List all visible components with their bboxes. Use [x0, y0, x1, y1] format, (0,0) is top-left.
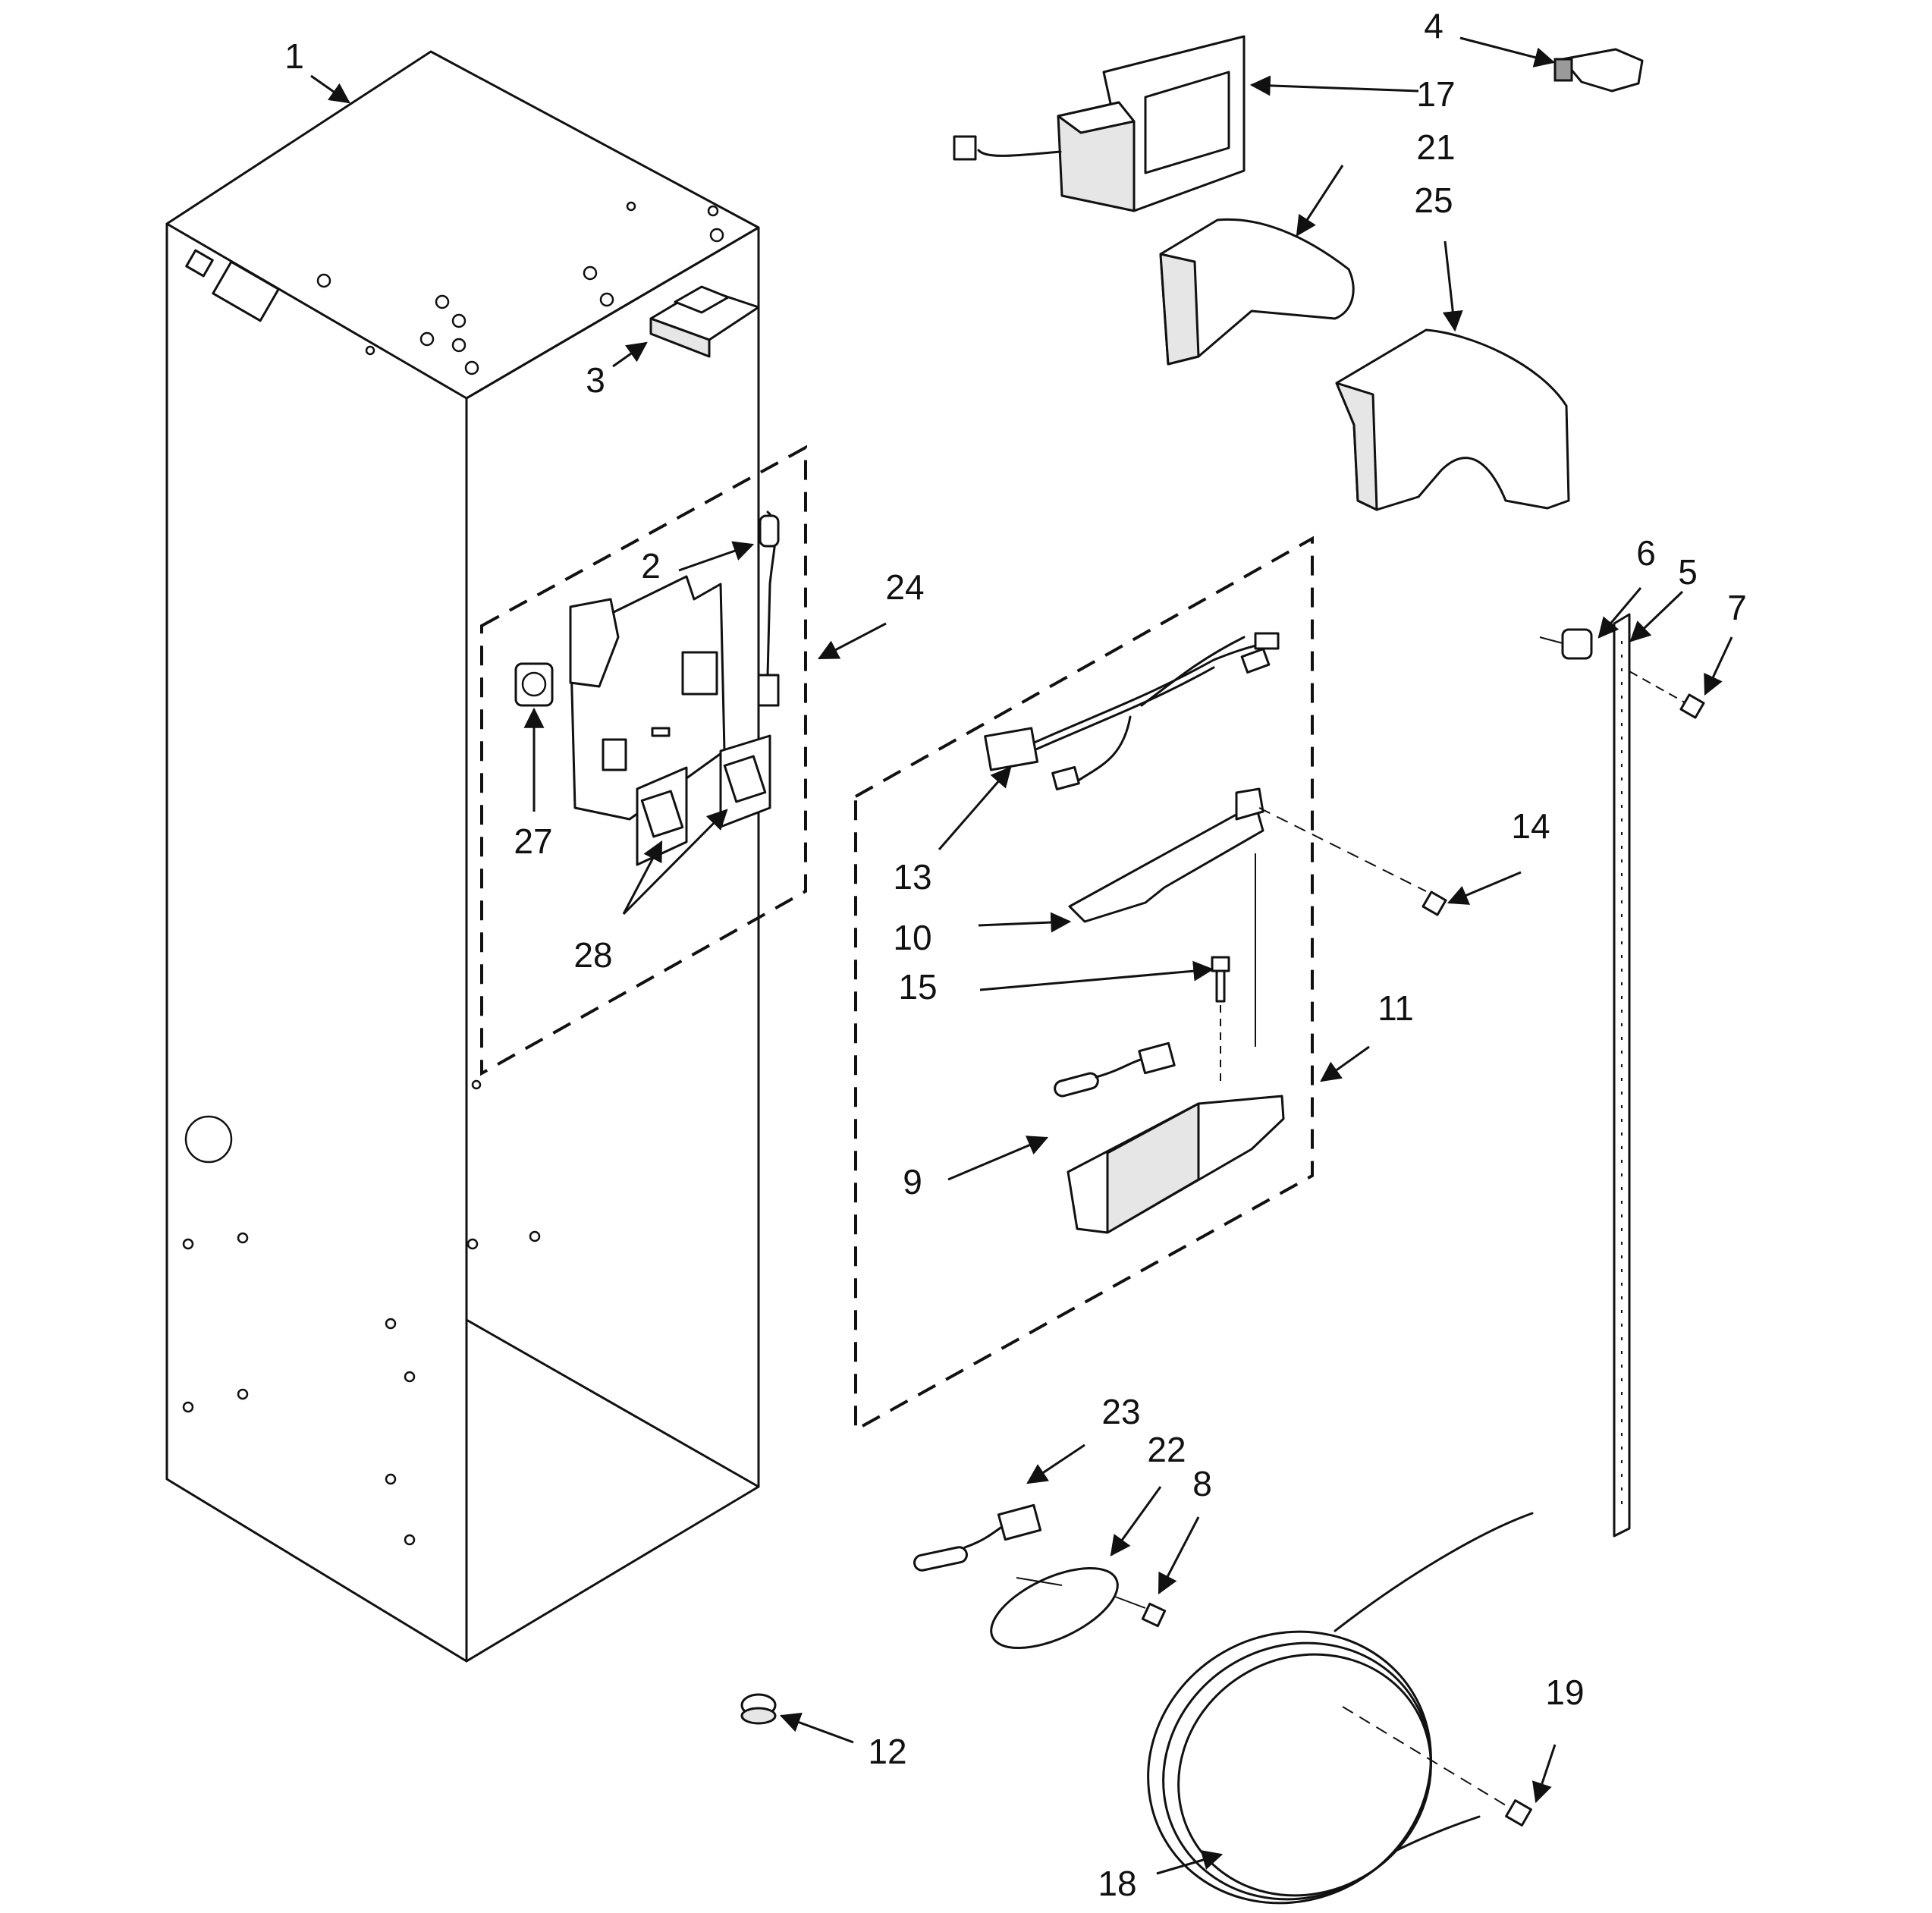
callout-19: 19: [1545, 1673, 1584, 1712]
callout-5: 5: [1678, 552, 1698, 592]
cover-part-25: [1335, 240, 1570, 511]
callout-18: 18: [1098, 1864, 1136, 1903]
cover-part-21: [1159, 165, 1355, 366]
callout-labels: 1 2 3 4 5 6 7 8 9 10 11 12 13 14 15 17 1…: [284, 6, 1747, 1903]
assembly-group-11: [854, 536, 1522, 1433]
callout-3: 3: [586, 360, 605, 400]
control-housing-part-17: [953, 35, 1419, 212]
callout-9: 9: [903, 1162, 922, 1202]
clip-part-4: [1459, 36, 1644, 93]
leader-part-1: [310, 74, 350, 104]
cap-part-6: [1539, 587, 1642, 660]
callout-1: 1: [284, 36, 304, 76]
cabinet-part-1: [165, 50, 760, 1663]
callout-27: 27: [514, 821, 552, 861]
callout-22: 22: [1147, 1430, 1186, 1469]
callout-28: 28: [573, 935, 612, 975]
callout-10: 10: [893, 918, 931, 957]
rail-part-5: [1613, 590, 1684, 1538]
mount-block-part-3: [612, 285, 760, 368]
callout-12: 12: [868, 1732, 906, 1771]
callout-14: 14: [1511, 806, 1550, 846]
callout-23: 23: [1101, 1392, 1140, 1431]
callout-15: 15: [898, 967, 937, 1007]
sensor-part-23: [913, 1443, 1085, 1572]
callout-13: 13: [893, 857, 931, 897]
callout-11: 11: [1378, 988, 1414, 1028]
callout-6: 6: [1636, 533, 1656, 573]
callout-21: 21: [1416, 127, 1455, 167]
callout-24: 24: [885, 567, 924, 607]
callout-4: 4: [1424, 6, 1444, 46]
callout-25: 25: [1414, 181, 1453, 220]
assembly-group-24: [480, 444, 887, 1076]
screw-part-7: [1629, 636, 1733, 719]
lens-part-22: [990, 1486, 1162, 1650]
plug-part-12: [740, 1693, 854, 1744]
callout-17: 17: [1416, 74, 1455, 114]
callout-7: 7: [1727, 588, 1747, 627]
tube-part-18: [1147, 1512, 1534, 1905]
callout-2: 2: [641, 546, 661, 586]
callout-8: 8: [1192, 1464, 1212, 1503]
screw-part-19: [1342, 1706, 1557, 1827]
screw-part-8: [1114, 1516, 1200, 1628]
